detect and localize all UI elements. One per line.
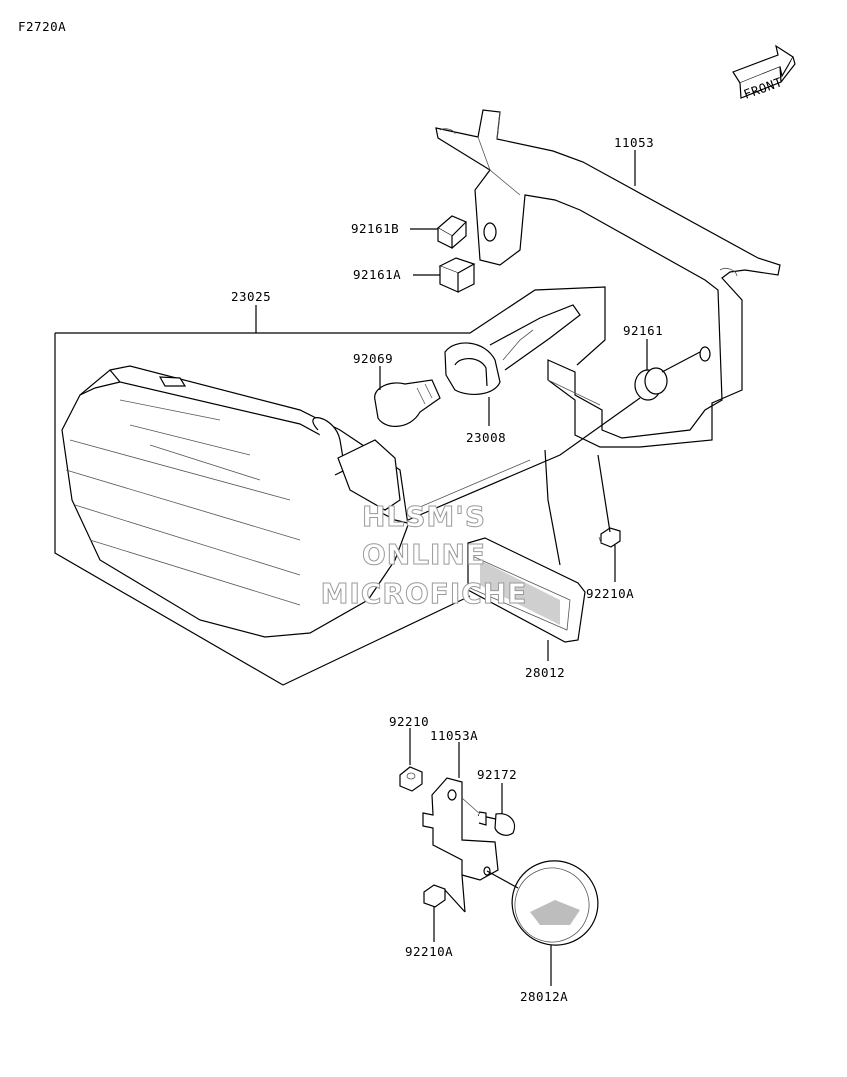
watermark-line-2: ONLINE bbox=[362, 538, 486, 571]
nut-92210a-bottom-icon bbox=[423, 884, 446, 908]
label-11053: 11053 bbox=[614, 135, 654, 150]
harness-wire bbox=[407, 397, 641, 521]
label-92210: 92210 bbox=[389, 714, 429, 729]
label-92069: 92069 bbox=[353, 351, 393, 366]
label-28012a: 28012A bbox=[520, 989, 568, 1004]
small-bracket-11053a bbox=[422, 777, 499, 881]
screw-92172-icon bbox=[461, 797, 516, 836]
nut-92210a-top-icon bbox=[598, 527, 621, 548]
label-92172: 92172 bbox=[477, 767, 517, 782]
assembly-outline-bottom bbox=[54, 333, 471, 686]
grommet-92161-icon bbox=[634, 351, 701, 401]
label-92210a-bottom: 92210A bbox=[405, 944, 453, 959]
figure-code: F2720A bbox=[18, 19, 66, 34]
watermark: HLSM'S ONLINE MICROFICHE bbox=[320, 500, 528, 611]
mounting-bracket bbox=[435, 109, 781, 448]
grommet-92161b-icon bbox=[436, 215, 468, 249]
label-92210a-top: 92210A bbox=[586, 586, 634, 601]
label-23025: 23025 bbox=[231, 289, 271, 304]
watermark-line-3: MICROFICHE bbox=[321, 577, 528, 610]
grommet-92161a-icon bbox=[438, 257, 476, 293]
tail-light-housing bbox=[61, 365, 421, 638]
round-reflector-28012a-icon bbox=[511, 860, 599, 946]
label-92161b: 92161B bbox=[351, 221, 399, 236]
label-28012: 28012 bbox=[525, 665, 565, 680]
label-23008: 23008 bbox=[466, 430, 506, 445]
label-92161: 92161 bbox=[623, 323, 663, 338]
nut-92210-icon bbox=[399, 766, 423, 792]
reflector-28012-icon bbox=[467, 537, 586, 643]
front-arrow-icon: FRONT bbox=[732, 44, 796, 102]
assembly-outline-top bbox=[55, 286, 606, 366]
reflector-bolt-line bbox=[544, 449, 561, 566]
bulb-icon bbox=[374, 379, 441, 427]
label-11053a: 11053A bbox=[430, 728, 478, 743]
socket-icon bbox=[444, 304, 581, 396]
label-92161a: 92161A bbox=[353, 267, 401, 282]
watermark-line-1: HLSM'S bbox=[362, 500, 486, 533]
